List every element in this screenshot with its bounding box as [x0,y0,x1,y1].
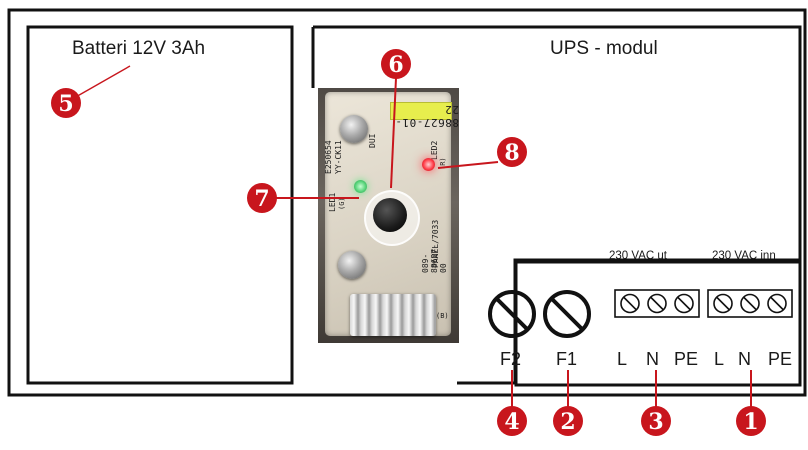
in-pin-l: L [714,349,725,369]
green-led-icon [354,180,367,193]
outer-frame [7,8,807,397]
marker-2: 2 [553,406,583,436]
out-pin-pe: PE [674,349,699,369]
battery-label: Batteri 12V 3Ah [72,38,206,59]
output-terminal-block-icon [614,289,700,318]
led-panel-photo: 88627-01-22 E250654 YY-CK11 LED1 (G) DUI… [318,88,459,343]
output-voltage-label: 230 VAC ut [609,250,667,262]
svg-text:2: 2 [560,409,575,435]
fuse-f2-label: F2 [500,349,522,369]
in-pin-n: N [738,349,751,369]
ups-module-label: UPS - modul [550,38,658,59]
marker-7: 7 [247,183,277,213]
input-voltage-label: 230 VAC inn [712,250,776,262]
terminal-frame [514,260,802,387]
fuse-f2-icon [488,290,536,338]
svg-text:8: 8 [504,140,519,166]
part-number-sticker [390,102,452,120]
marker-3: 3 [641,406,671,436]
marker-5: 5 [51,88,81,118]
svg-text:5: 5 [58,91,73,117]
svg-text:1: 1 [743,409,758,435]
ups-frame [313,25,802,385]
out-pin-l: L [617,349,628,369]
fuse-f1-icon [543,290,591,338]
black-push-button-icon [373,198,407,232]
leader-8 [437,161,499,169]
marker-4: 4 [497,406,527,436]
marker-6: 6 [381,49,411,79]
row-label-text: (B) [436,312,449,320]
input-terminal-block-icon [707,289,793,318]
red-led-icon [422,158,435,171]
out-pin-n: N [646,349,659,369]
battery-frame [26,25,294,385]
svg-text:7: 7 [254,186,269,212]
in-pin-pe: PE [768,349,793,369]
leader-6 [390,77,397,189]
fuse-f1-label: F1 [556,349,578,369]
marker-8: 8 [497,137,527,167]
svg-text:3: 3 [648,409,663,435]
svg-text:6: 6 [388,52,403,78]
screw-top-icon [340,115,368,143]
screw-bottom-icon [338,251,366,279]
marker-1: 1 [736,406,766,436]
svg-text:4: 4 [504,409,519,435]
leader-5 [73,65,131,99]
ribbon-connector [350,294,436,336]
